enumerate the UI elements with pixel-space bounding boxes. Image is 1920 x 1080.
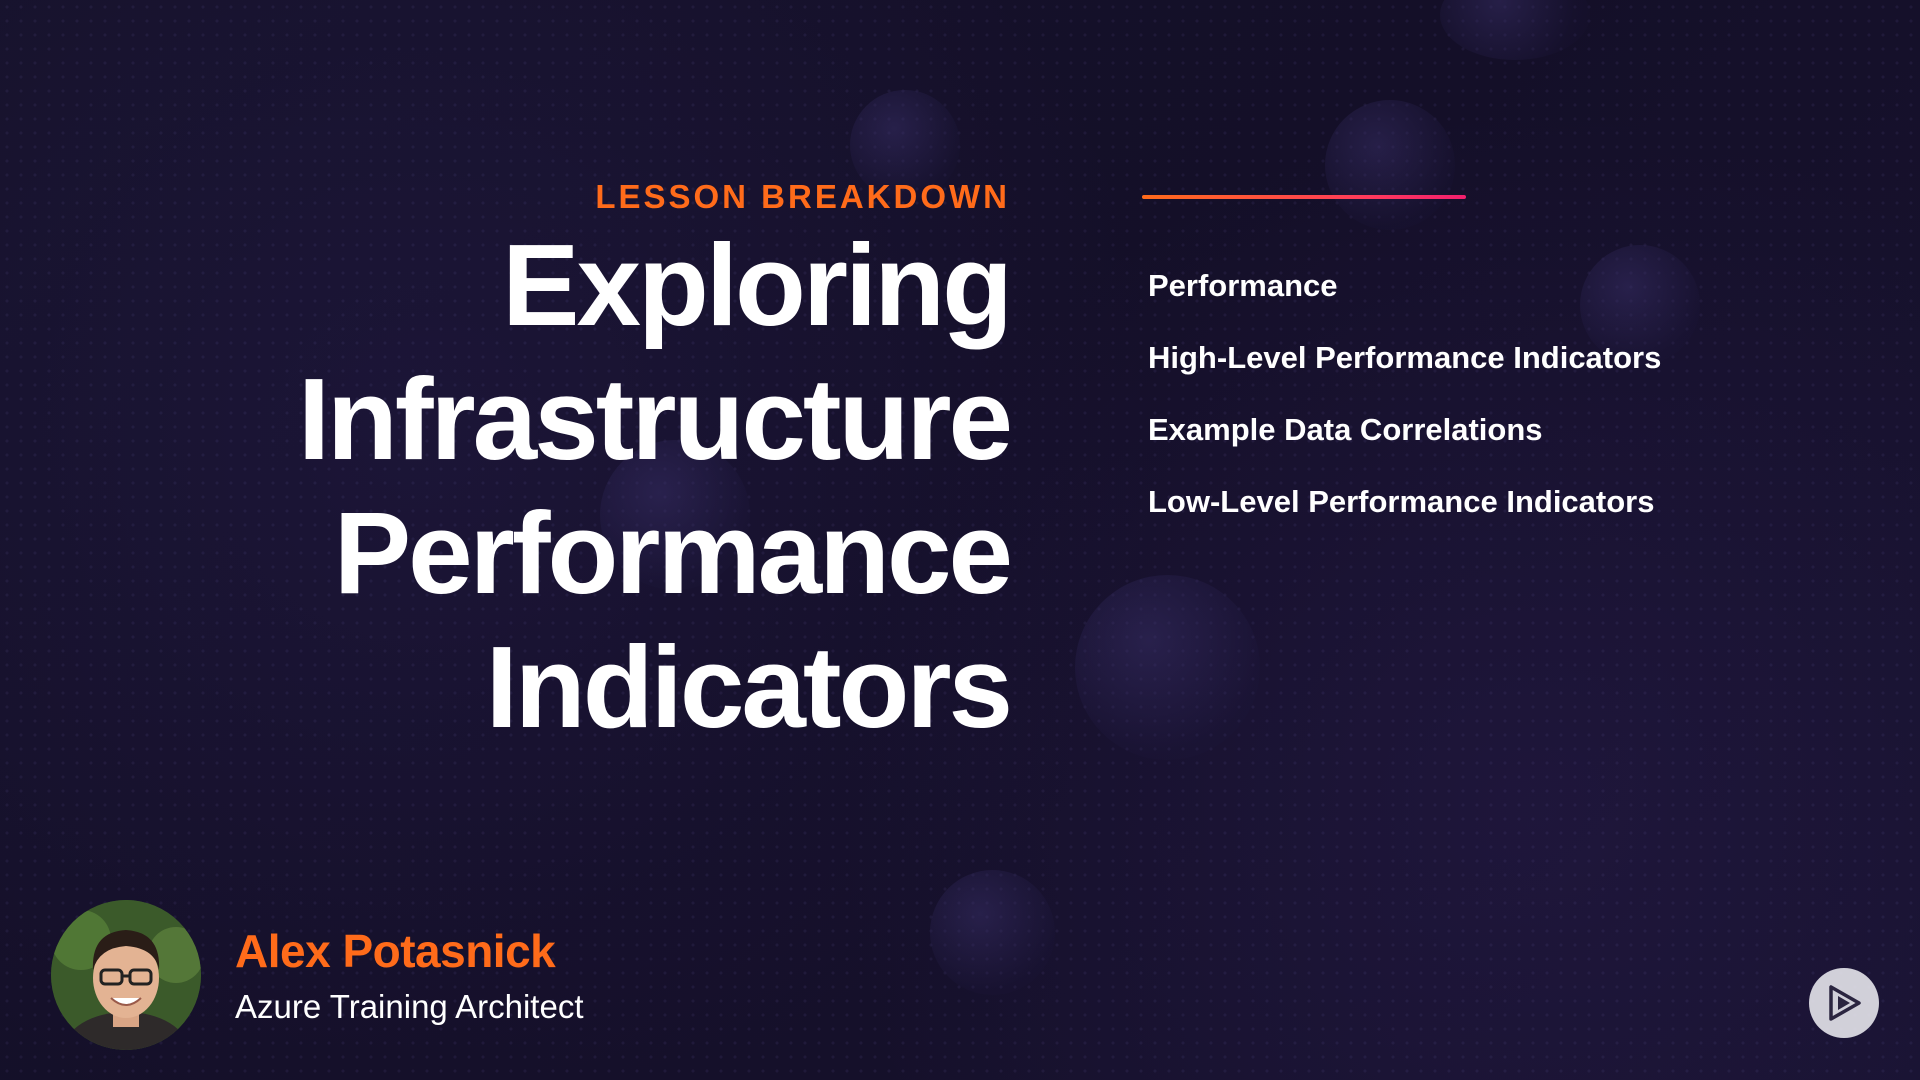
presenter-photo-icon xyxy=(51,900,201,1050)
lesson-title-line: Infrastructure xyxy=(297,354,1013,484)
topic-item: Performance xyxy=(1148,268,1338,303)
background-bubble xyxy=(930,870,1055,995)
accent-divider xyxy=(1142,195,1466,199)
background-bubble xyxy=(1580,245,1700,365)
topic-item: High-Level Performance Indicators xyxy=(1148,340,1662,375)
lesson-title-line: Performance xyxy=(333,488,1013,618)
presenter-name: Alex Potasnick xyxy=(235,925,556,977)
brand-logo xyxy=(1809,968,1879,1038)
topic-item: Example Data Correlations xyxy=(1148,412,1543,447)
play-logo-icon xyxy=(1829,985,1861,1021)
topic-list: Performance High-Level Performance Indic… xyxy=(1148,250,1661,538)
lesson-title: Exploring Infrastructure Performance Ind… xyxy=(210,218,1013,754)
lesson-title-line: Exploring xyxy=(502,220,1013,350)
presenter-role: Azure Training Architect xyxy=(235,988,584,1025)
background-bubble xyxy=(1325,100,1455,230)
presenter-avatar xyxy=(51,900,201,1050)
background-bubble xyxy=(850,90,960,200)
topic-item: Low-Level Performance Indicators xyxy=(1148,484,1655,519)
lesson-title-line: Indicators xyxy=(485,622,1013,752)
background-bubble xyxy=(1075,575,1260,760)
background-bubble xyxy=(600,440,750,590)
lesson-breakdown-label: LESSON BREAKDOWN xyxy=(595,178,1010,215)
